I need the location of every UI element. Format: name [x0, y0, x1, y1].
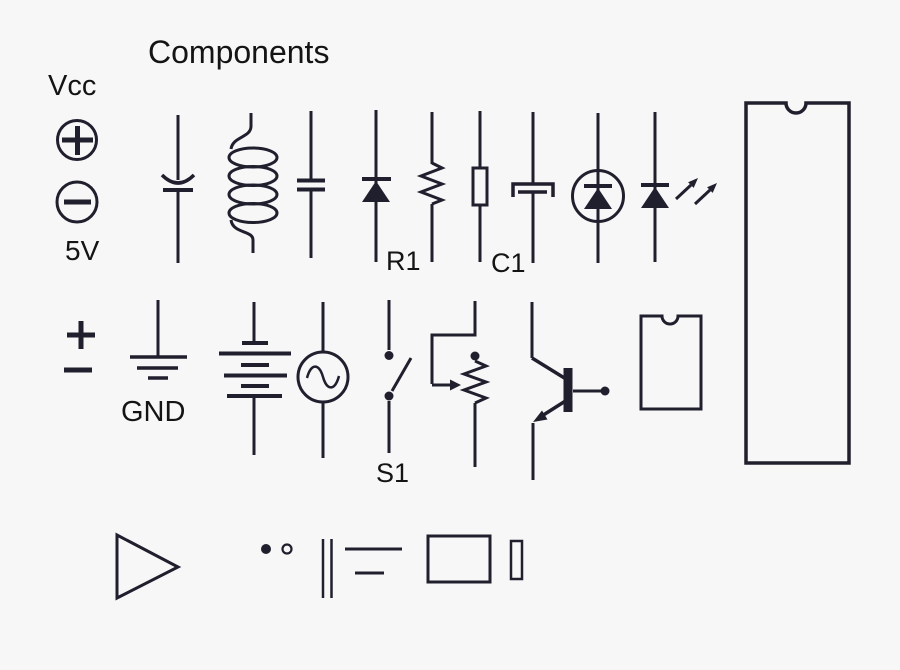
potentiometer-icon	[430, 301, 491, 467]
ic-dip-large-icon	[744, 101, 851, 465]
capacitor-ref-label: C1	[491, 248, 526, 278]
capacitor-plates-icon	[321, 539, 333, 598]
switch-ref-label: S1	[376, 458, 410, 488]
battery-icon	[219, 302, 291, 455]
led-circled-icon	[571, 113, 625, 263]
ground-symbol-icon	[130, 300, 187, 380]
capacitor-icon	[297, 111, 325, 258]
voltage-label: 5V	[65, 235, 100, 266]
switch-spst-icon	[384, 300, 413, 453]
small-box-component-icon	[509, 539, 524, 581]
resistor-ref-label: R1	[386, 246, 421, 276]
test-point-filled-icon	[261, 544, 271, 554]
diagram-title: Components	[148, 34, 330, 70]
test-point-open-icon	[281, 543, 293, 555]
resistor-zigzag-icon	[416, 112, 447, 262]
box-component-icon	[426, 534, 492, 584]
ac-source-icon	[296, 302, 350, 458]
diode-icon	[362, 110, 391, 262]
vcc-label: Vcc	[48, 70, 97, 102]
plus-sign-icon	[67, 321, 95, 349]
opamp-triangle-icon	[115, 532, 182, 601]
inductor-coil-icon	[227, 113, 279, 253]
npn-transistor-icon	[530, 302, 610, 480]
ic-dip-small-icon	[639, 314, 703, 411]
negative-terminal-icon	[55, 180, 99, 224]
polarized-capacitor-alt-icon	[511, 112, 555, 263]
resistor-box-icon	[471, 111, 489, 262]
led-emitting-icon	[641, 112, 717, 262]
positive-terminal-icon	[56, 119, 98, 161]
ground-label: GND	[121, 396, 186, 428]
polarized-capacitor-icon	[160, 115, 196, 263]
